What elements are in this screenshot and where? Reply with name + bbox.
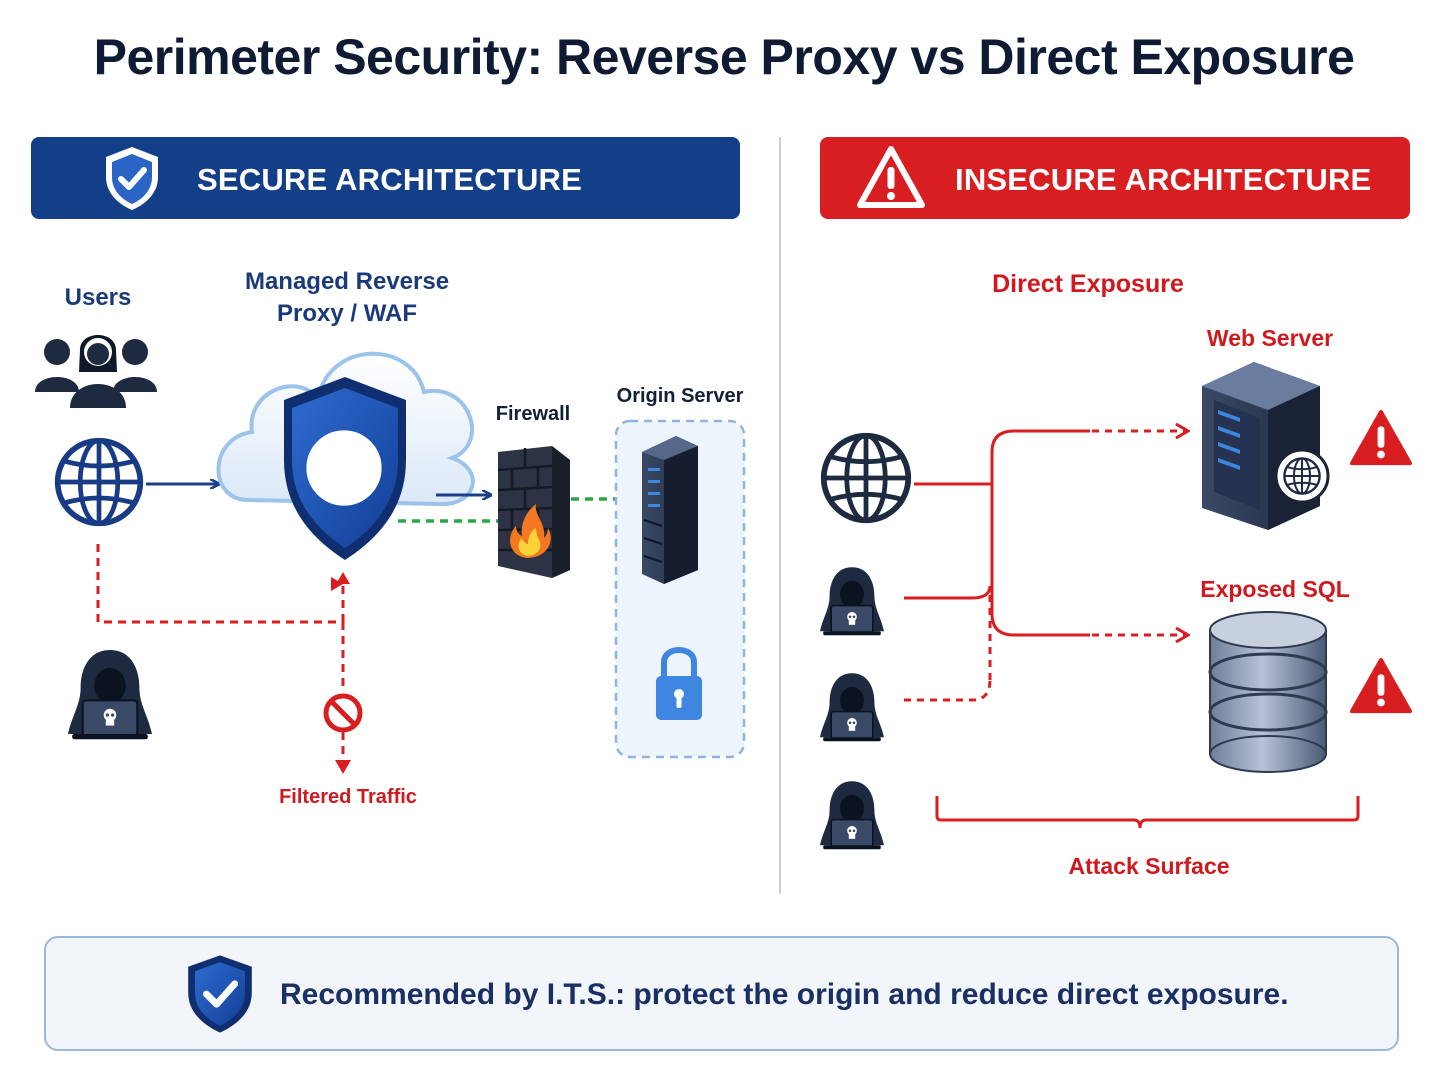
blocked-path <box>96 544 343 624</box>
web-server-alert-icon <box>1350 409 1412 466</box>
secure-banner-label: SECURE ARCHITECTURE <box>197 162 583 197</box>
attack-surface-label: Attack Surface <box>1068 853 1230 879</box>
insecure-banner-label: INSECURE ARCHITECTURE <box>955 162 1372 197</box>
exposed-globe-icon <box>824 436 908 520</box>
secure-banner: SECURE ARCHITECTURE <box>31 137 740 219</box>
direct-exposure-label: Direct Exposure <box>992 270 1184 298</box>
web-server-icon <box>1202 362 1330 530</box>
proxy-label-line1: Managed Reverse <box>244 268 450 295</box>
warning-triangle-icon <box>857 146 925 208</box>
lock-icon <box>656 647 702 720</box>
recommendation-box: Recommended by I.T.S.: protect the origi… <box>44 936 1399 1051</box>
firewall-icon <box>497 446 570 578</box>
database-icon <box>1208 611 1328 773</box>
attack-paths <box>904 429 1090 702</box>
shield-check-icon <box>188 955 252 1033</box>
server-icon <box>642 436 698 584</box>
attack-surface-bracket <box>935 796 1360 829</box>
hacker-icon <box>68 648 152 741</box>
globe-icon <box>58 441 141 524</box>
firewall-label: Firewall <box>495 403 571 425</box>
insecure-banner: INSECURE ARCHITECTURE <box>820 137 1410 219</box>
exposed-sql-label: Exposed SQL <box>1200 576 1350 602</box>
cloud-shield-icon <box>216 351 475 560</box>
users-label: Users <box>64 284 132 311</box>
users-icon <box>35 335 157 408</box>
hacker-icon-1 <box>820 566 884 637</box>
blocked-icon <box>323 693 363 733</box>
recommendation-text: Recommended by I.T.S.: protect the origi… <box>280 978 1289 1011</box>
proxy-label-line2: Proxy / WAF <box>276 300 418 327</box>
shield-check-icon <box>106 147 158 210</box>
proxy-label: Managed Reverse Proxy / WAF <box>245 266 449 330</box>
filtered-traffic-label: Filtered Traffic <box>279 786 417 808</box>
origin-server-label: Origin Server <box>616 385 744 407</box>
hacker-icon-3 <box>820 780 884 851</box>
hacker-icon-2 <box>820 672 884 743</box>
divider <box>779 137 781 894</box>
sql-alert-icon <box>1350 657 1412 714</box>
web-server-label: Web Server <box>1206 325 1334 351</box>
page-title: Perimeter Security: Reverse Proxy vs Dir… <box>93 29 1355 85</box>
